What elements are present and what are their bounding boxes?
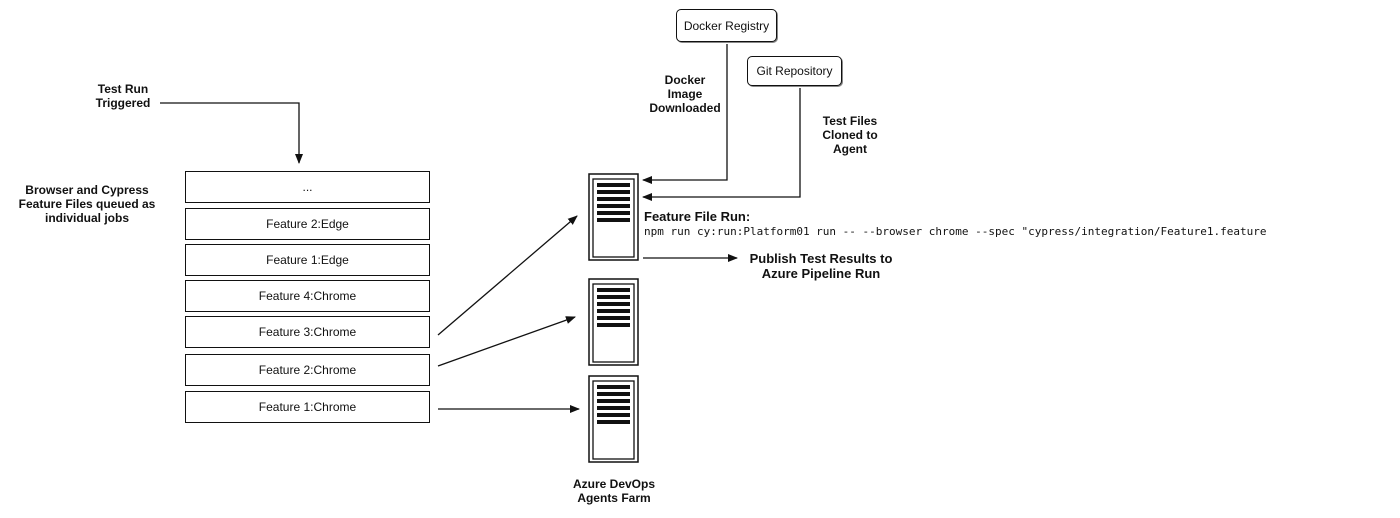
trigger-arrow xyxy=(160,102,303,164)
git-edge-line1: Test Files xyxy=(822,114,878,128)
agents-farm-line2: Agents Farm xyxy=(577,491,651,505)
docker-edge-line1: Docker xyxy=(664,73,706,87)
job-to-agent2-arrow xyxy=(437,316,576,367)
agent-server-icon xyxy=(588,375,639,463)
queue-note: Browser and Cypress Feature Files queued… xyxy=(12,183,162,225)
docker-edge-line3: Downloaded xyxy=(649,101,721,115)
queue-note-line2: Feature Files queued as xyxy=(18,197,156,211)
feature-run-command: npm run cy:run:Platform01 run -- --brows… xyxy=(644,225,1267,238)
queue-note-line3: individual jobs xyxy=(44,211,129,225)
docker-image-arrow xyxy=(642,44,728,184)
publish-line1: Publish Test Results to xyxy=(749,251,893,266)
queue-job: Feature 2:Edge xyxy=(185,208,430,240)
publish-results-label: Publish Test Results to Azure Pipeline R… xyxy=(741,251,901,281)
agents-farm-line1: Azure DevOps xyxy=(572,477,656,491)
queue-note-line1: Browser and Cypress xyxy=(25,183,149,197)
trigger-label: Test Run Triggered xyxy=(88,82,158,110)
docker-edge-line2: Image xyxy=(667,87,703,101)
agents-farm-label: Azure DevOps Agents Farm xyxy=(559,477,669,505)
agent-server-icon xyxy=(588,173,639,261)
publish-line2: Azure Pipeline Run xyxy=(761,266,881,281)
queue-job: Feature 1:Chrome xyxy=(185,391,430,423)
agent-server-icon xyxy=(588,278,639,366)
docker-registry-node: Docker Registry xyxy=(676,9,777,42)
git-edge-line2: Cloned to xyxy=(822,128,878,142)
job-to-agent1-arrow xyxy=(437,215,578,336)
queue-job: Feature 3:Chrome xyxy=(185,316,430,348)
test-files-edge-label: Test Files Cloned to Agent xyxy=(800,114,900,156)
git-edge-line3: Agent xyxy=(833,142,867,156)
queue-job: Feature 4:Chrome xyxy=(185,280,430,312)
trigger-label-line1: Test Run xyxy=(97,82,149,96)
queue-job-ellipsis: ... xyxy=(185,171,430,203)
queue-job: Feature 1:Edge xyxy=(185,244,430,276)
trigger-label-line2: Triggered xyxy=(95,96,151,110)
queue-job: Feature 2:Chrome xyxy=(185,354,430,386)
test-files-arrow xyxy=(642,88,801,201)
feature-run-title: Feature File Run: xyxy=(644,209,751,224)
docker-image-edge-label: Docker Image Downloaded xyxy=(640,73,730,115)
git-repository-node: Git Repository xyxy=(747,56,842,86)
